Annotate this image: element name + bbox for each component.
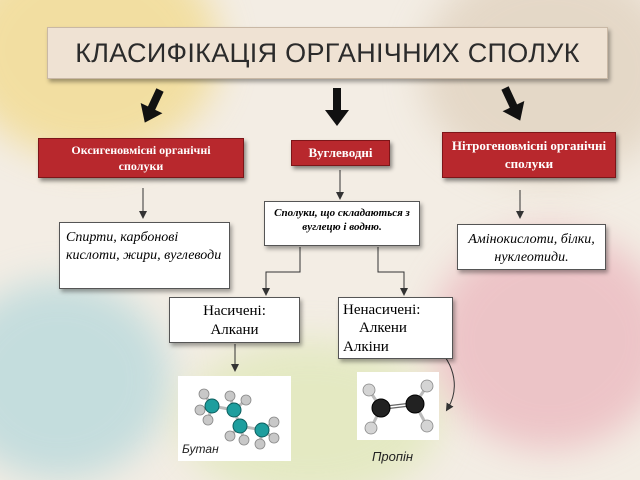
page-title: КЛАСИФІКАЦІЯ ОРГАНІЧНИХ СПОЛУК (47, 27, 608, 79)
unsaturated-box: Ненасичені: Алкени Алкіни (338, 297, 453, 359)
alkanes-label: Алкани (210, 321, 259, 338)
unsaturated-label: Ненасичені: (343, 302, 421, 318)
saturated-label: Насичені: (203, 303, 266, 319)
arrow-to-nitrogen (501, 86, 525, 121)
category-oxygen-compounds: Оксигеновмісні органічні сполуки (38, 138, 244, 178)
category-nitrogen-compounds: Нітрогеновмісні органічні сполуки (442, 132, 616, 178)
oxygen-examples: Спирти, карбонові кислоти, жири, вуглево… (59, 222, 230, 289)
arrow-to-hydrocarbons (325, 88, 349, 126)
nitrogen-examples: Амінокислоти, білки, нуклеотиди. (457, 224, 606, 270)
butane-label: Бутан (182, 442, 219, 456)
propene-molecule-image (357, 372, 439, 440)
propene-label: Пропін (372, 449, 414, 464)
butane-molecule-image: Бутан (178, 376, 291, 461)
propene-molecule-icon (362, 379, 434, 435)
connector-saturated (262, 247, 301, 296)
category-hydrocarbons: Вуглеводні (291, 140, 390, 166)
arrow-to-oxygen (140, 88, 164, 123)
alkynes-label: Алкіни (343, 338, 389, 355)
saturated-alkanes-box: Насичені: Алкани (169, 297, 300, 343)
butane-molecule-icon (194, 388, 280, 450)
background-blob (0, 280, 170, 480)
connector-unsaturated (377, 247, 408, 296)
hydrocarbons-definition: Сполуки, що складаються з вуглецю і водн… (264, 201, 420, 246)
alkenes-label: Алкени (359, 320, 407, 337)
